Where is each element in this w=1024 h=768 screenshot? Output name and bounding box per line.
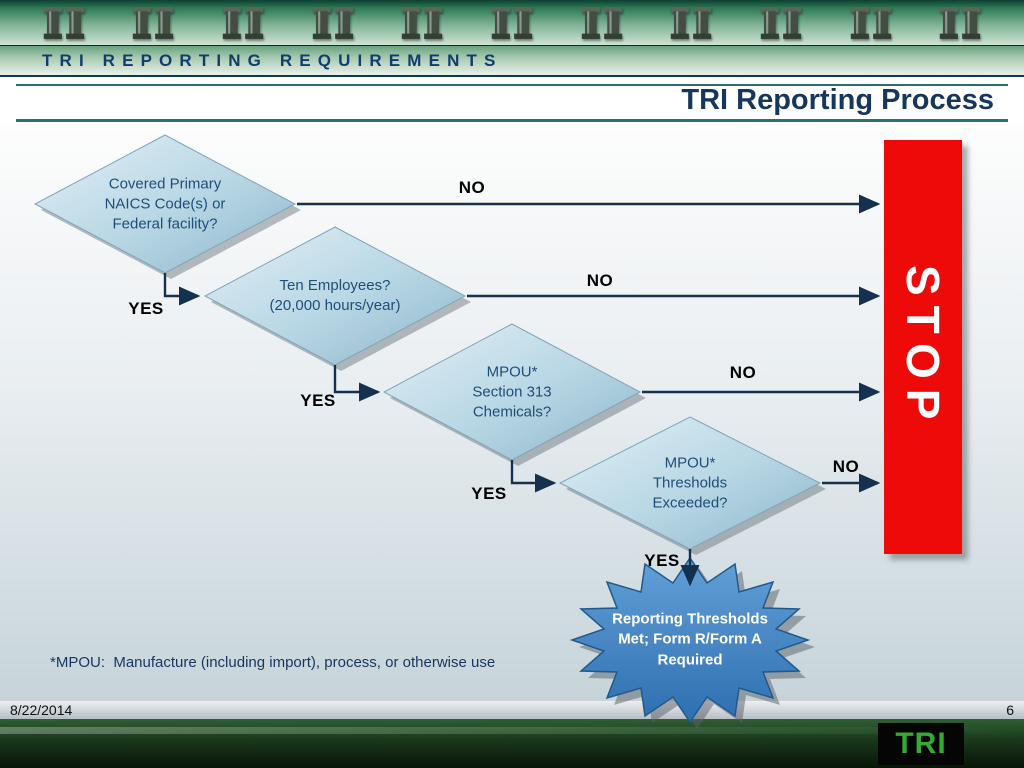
kicker-band: TRI REPORTING REQUIREMENTS xyxy=(0,46,1024,77)
pillar-icon xyxy=(133,6,174,39)
pillar-icon xyxy=(760,6,802,39)
pillar-icon xyxy=(850,6,891,39)
stop-box: STOP xyxy=(884,140,962,554)
status-bar: 8/22/2014 6 xyxy=(0,700,1024,719)
pillar-icon xyxy=(222,6,264,39)
decision-node-chemicals: MPOU* Section 313 Chemicals? xyxy=(472,363,552,420)
slide-number: 6 xyxy=(1006,702,1014,718)
decision-node-employees: Ten Employees? (20,000 hours/year) xyxy=(269,277,401,314)
slide-date: 8/22/2014 xyxy=(10,702,73,718)
no-label-4: NO xyxy=(832,457,860,476)
decision-node-thresholds: MPOU* Thresholds Exceeded? xyxy=(652,454,728,511)
pillar-icon xyxy=(671,6,712,39)
tri-logo: TRI xyxy=(878,723,964,765)
pillar-icon xyxy=(43,6,84,39)
stop-label: STOP xyxy=(897,264,949,430)
decision-node-naics: Covered Primary NAICS Code(s) or Federal… xyxy=(104,175,226,232)
footer-stripe xyxy=(0,727,1024,734)
yes-label-2: YES xyxy=(300,391,336,410)
footer-bar: TRI xyxy=(0,719,1024,768)
top-banner xyxy=(0,0,1024,46)
pillar-icon xyxy=(940,6,981,39)
footnote: *MPOU: Manufacture (including import), p… xyxy=(50,654,496,671)
slide-title: TRI Reporting Process xyxy=(681,84,994,116)
title-rule xyxy=(16,84,1008,86)
no-label-3: NO xyxy=(729,363,757,382)
pillar-icon xyxy=(581,6,622,39)
title-rule xyxy=(16,119,1008,122)
tri-logo-text: TRI xyxy=(895,727,947,760)
result-label: Reporting Thresholds Met; Form R/Form A … xyxy=(612,610,768,669)
pillar-icon xyxy=(312,6,353,39)
yes-label-1: YES xyxy=(128,299,164,318)
no-label-2: NO xyxy=(586,271,614,290)
pillar-icon xyxy=(402,6,443,39)
no-label-1: NO xyxy=(458,178,486,197)
banner-title: TRI REPORTING REQUIREMENTS xyxy=(42,50,503,70)
yes-label-3: YES xyxy=(471,484,507,503)
yes-label-4: YES xyxy=(644,551,680,570)
pillar-icon xyxy=(491,6,533,39)
